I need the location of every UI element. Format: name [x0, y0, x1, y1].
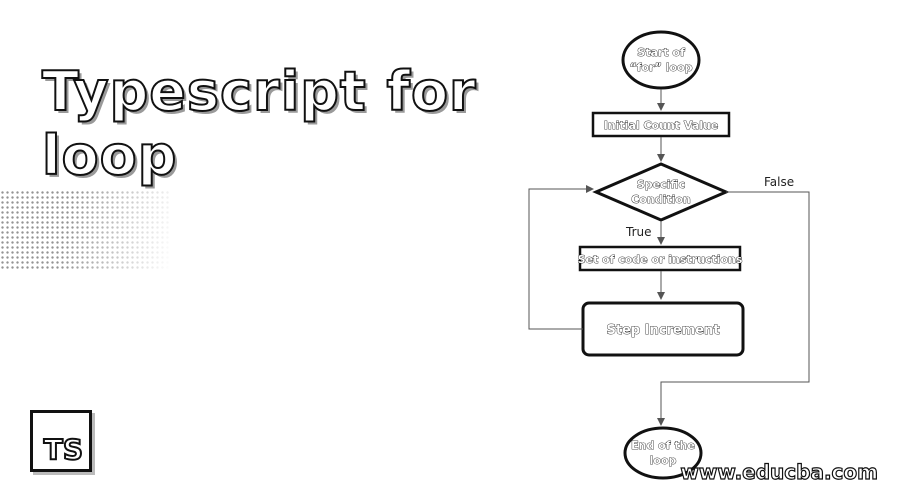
logo-text: TS — [43, 432, 84, 467]
condition-node: Specific Condition — [592, 162, 730, 222]
start-node-line2: “for” loop — [629, 61, 692, 74]
end-node-line2: loop — [650, 454, 677, 467]
init-node: Initial Count Value — [591, 111, 731, 138]
end-node: End of the loop — [623, 426, 703, 480]
edge-false-label: False — [764, 175, 794, 189]
start-node: Start of “for” loop — [621, 30, 701, 90]
step-node-label: Step Increment — [606, 323, 719, 338]
init-node-label: Initial Count Value — [604, 119, 719, 132]
edge-true-label: True — [625, 225, 652, 239]
typescript-logo-icon: TS — [30, 410, 92, 472]
dot-pattern-decoration — [0, 190, 170, 270]
step-node: Step Increment — [581, 301, 745, 357]
body-node: Set of code or instructions — [577, 245, 743, 272]
condition-node-line2: Condition — [631, 193, 691, 206]
condition-node-line1: Specific — [637, 178, 685, 191]
start-node-line1: Start of — [637, 46, 685, 59]
body-node-label: Set of code or instructions — [578, 253, 743, 266]
watermark-text: www.educba.com — [680, 459, 879, 484]
edge-step-loop-back — [528, 185, 594, 330]
page-title: Typescript for loop — [41, 59, 477, 188]
edge-condition-false-to-end — [657, 191, 810, 426]
end-node-line1: End of the — [631, 439, 695, 452]
